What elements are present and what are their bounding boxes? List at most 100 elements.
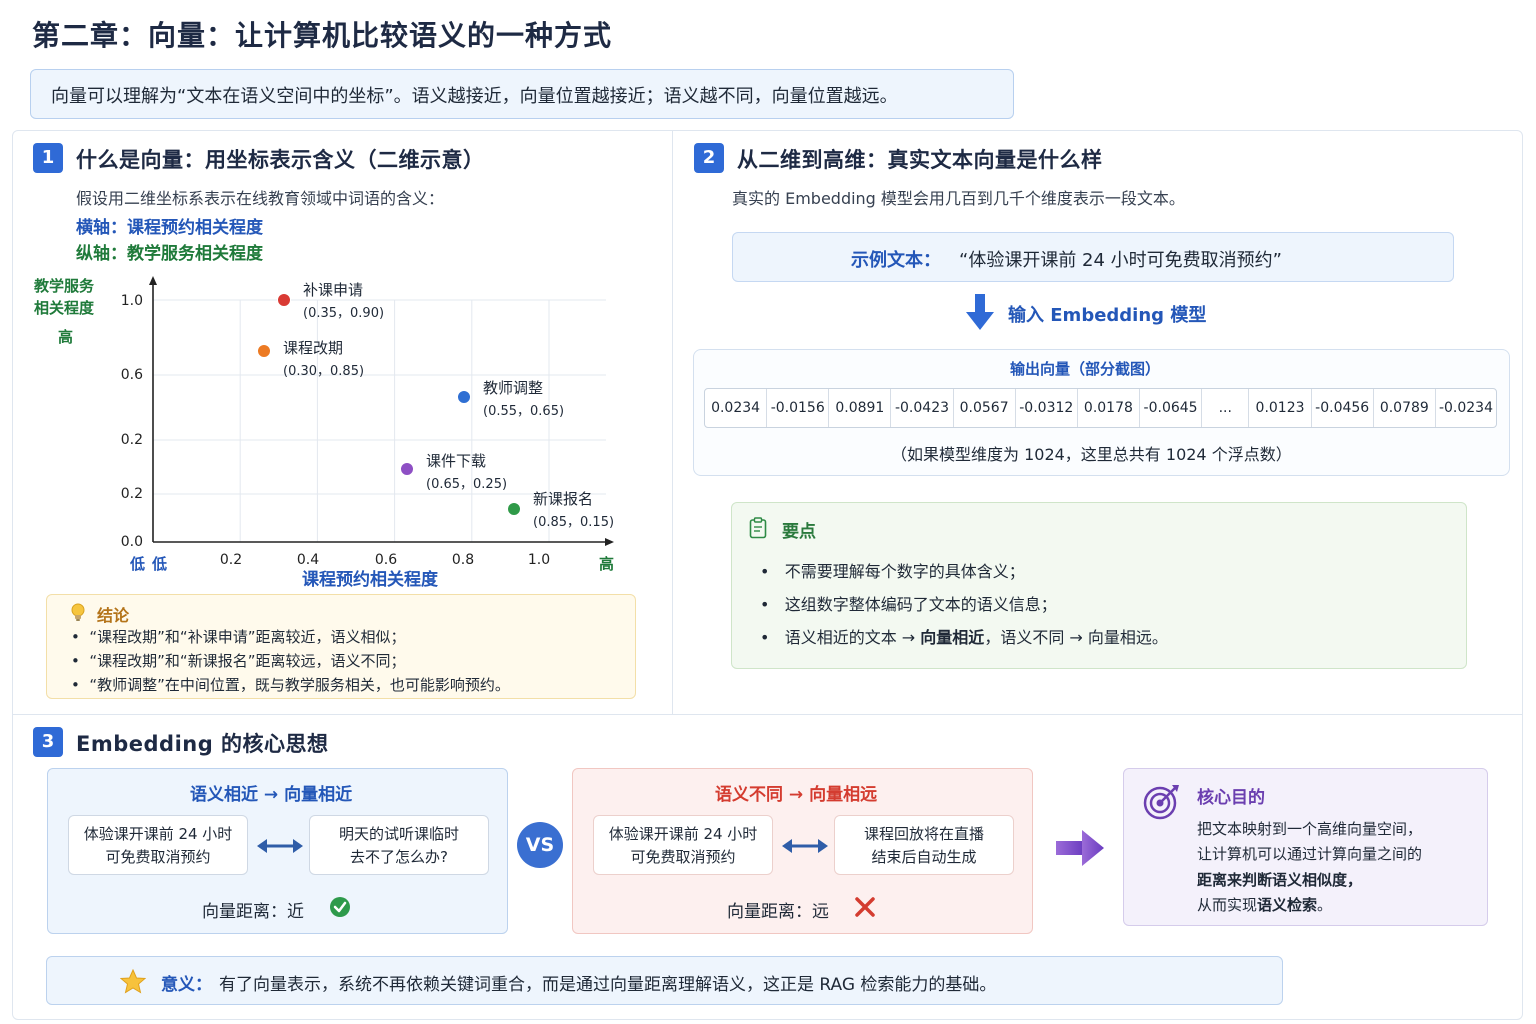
section2-title: 从二维到高维：真实文本向量是什么样 xyxy=(737,148,1103,172)
sample-text: “体验课开课前 24 小时可免费取消预约” xyxy=(959,250,1282,271)
vs-badge: VS xyxy=(517,822,563,868)
keypoint-3-text-a: 语义相近的文本 → xyxy=(784,628,921,647)
data-point xyxy=(277,293,291,307)
x-axis-label: 课程预约相关程度 xyxy=(302,569,439,590)
conclusion-item-2-text: “课程改期”和“新课报名”距离较远，语义不同； xyxy=(89,652,406,670)
y-axis-arrow xyxy=(149,276,157,285)
x-tick-label: 0.8 xyxy=(452,552,474,568)
far-phrase-2: 课程回放将在直播 结束后自动生成 xyxy=(834,815,1014,875)
y-axis-definition: 纵轴：教学服务相关程度 xyxy=(76,239,263,264)
conclusion-item-1: • “课程改期”和“补课申请”距离较近，语义相似； xyxy=(71,628,406,646)
section1-desc: 假设用二维坐标系表示在线教育领域中词语的含义： xyxy=(76,189,445,208)
data-point xyxy=(457,390,471,404)
star-icon xyxy=(120,969,146,994)
sample-text-box: 示例文本： “体验课开课前 24 小时可免费取消预约” xyxy=(732,232,1454,282)
keypoints-title: 要点 xyxy=(782,522,816,542)
vector-value-cell: -0.0423 xyxy=(891,389,954,427)
vector-value-cell: -0.0456 xyxy=(1312,389,1374,427)
far-phrase-1-line2: 可免费取消预约 xyxy=(630,848,736,866)
vector-value-cell: 0.0567 xyxy=(954,389,1016,427)
section1-title: 什么是向量：用坐标表示含义（二维示意） xyxy=(76,148,485,172)
near-semantics-card: 语义相近 → 向量相近 体验课开课前 24 小时 可免费取消预约 明天的试听课临… xyxy=(47,768,508,934)
x-axis-definition-prefix: 横轴： xyxy=(76,218,127,238)
x-axis-arrow xyxy=(605,538,614,546)
output-title: 输出向量（部分截图） xyxy=(1010,360,1161,378)
section3-number: 3 xyxy=(33,727,63,757)
vector-value-cell: 0.0178 xyxy=(1078,389,1140,427)
far-phrase-2-line1: 课程回放将在直播 xyxy=(863,825,984,843)
y-tick-label: 0.2 xyxy=(121,432,143,448)
near-card-title: 语义相近 → 向量相近 xyxy=(190,785,353,805)
check-icon xyxy=(330,897,350,917)
far-phrase-2-line2: 结束后自动生成 xyxy=(871,848,977,866)
vector-value-cell: -0.0234 xyxy=(1438,400,1493,416)
section2-desc: 真实的 Embedding 模型会用几百到几千个维度表示一段文本。 xyxy=(732,189,1185,208)
data-point-name: 课件下载 xyxy=(426,452,486,470)
data-point-coord: (0.65，0.25) xyxy=(426,477,507,492)
keypoint-1: • 不需要理解每个数字的具体含义； xyxy=(760,562,1025,581)
vector-value-cell: -0.0156 xyxy=(767,389,830,427)
x-axis-definition: 横轴：课程预约相关程度 xyxy=(76,213,263,238)
far-phrase-1: 体验课开课前 24 小时 可免费取消预约 xyxy=(593,815,773,875)
x-tick-label: 0.2 xyxy=(220,552,242,568)
x-axis-low-label-1: 低 xyxy=(129,555,145,573)
keypoint-2: • 这组数字整体编码了文本的语义信息； xyxy=(760,595,1057,614)
near-phrase-1-line2: 可免费取消预约 xyxy=(105,848,211,866)
lightbulb-icon xyxy=(71,603,85,621)
meaning-text: 有了向量表示，系统不再依赖关键词重合，而是通过向量距离理解语义，这正是 RAG … xyxy=(219,975,997,995)
y-tick-label: 0.2 xyxy=(121,486,143,502)
core-goal-card: 核心目的 把文本映射到一个高维向量空间， 让计算机可以通过计算向量之间的 距离来… xyxy=(1123,768,1488,926)
near-phrase-2: 明天的试听课临时 去不了怎么办? xyxy=(309,815,489,875)
y-axis-definition-prefix: 纵轴： xyxy=(76,244,127,264)
arrow-down-icon xyxy=(966,294,994,330)
data-point xyxy=(257,344,271,358)
chart-axes xyxy=(149,276,614,546)
data-point xyxy=(507,502,521,516)
y-tick-label: 0.0 xyxy=(121,534,143,550)
x-axis-definition-text: 课程预约相关程度 xyxy=(127,218,263,238)
intro-text: 向量可以理解为“文本在语义空间中的坐标”。语义越接近，向量位置越接近；语义越不同… xyxy=(51,86,898,107)
far-phrase-1-line1: 体验课开课前 24 小时 xyxy=(608,825,758,843)
far-card-title: 语义不同 → 向量相远 xyxy=(715,785,878,805)
chart-grid xyxy=(153,299,606,542)
data-point-coord: (0.85，0.15) xyxy=(533,515,614,530)
data-point-coord: (0.30，0.85) xyxy=(283,364,364,379)
cross-icon xyxy=(855,897,875,917)
goal-line-4: 从而实现语义检索。 xyxy=(1197,894,1332,915)
goal-line-4-c: 。 xyxy=(1317,896,1333,914)
section3-title: Embedding 的核心思想 xyxy=(76,732,329,756)
section2-number: 2 xyxy=(694,143,724,173)
meaning-label: 意义： xyxy=(161,975,212,995)
x-axis-low-label-2: 低 xyxy=(151,555,167,573)
intro-banner: 向量可以理解为“文本在语义空间中的坐标”。语义越接近，向量位置越接近；语义越不同… xyxy=(30,69,1014,119)
goal-line-4-a: 从而实现 xyxy=(1197,896,1258,914)
vector-value-cell: 0.0891 xyxy=(829,389,892,427)
y-axis-label-line1: 教学服务 xyxy=(33,277,95,295)
data-point-name: 教师调整 xyxy=(483,379,543,397)
keypoint-2-text: 这组数字整体编码了文本的语义信息； xyxy=(784,595,1057,614)
vector-value-cell: 0.0123 xyxy=(1249,389,1312,427)
conclusion-item-3: • “教师调整”在中间位置，既与教学服务相关，也可能影响预约。 xyxy=(71,676,510,694)
near-distance: 向量距离：近 xyxy=(202,902,304,922)
double-arrow-icon xyxy=(257,839,303,853)
page-title: 第二章：向量：让计算机比较语义的一种方式 xyxy=(32,19,613,52)
clipboard-icon xyxy=(749,517,767,539)
sample-label: 示例文本： xyxy=(851,250,941,271)
x-tick-label: 0.4 xyxy=(297,552,319,568)
y-axis-high-label: 高 xyxy=(58,328,73,346)
near-phrase-2-line1: 明天的试听课临时 xyxy=(338,825,459,843)
meaning-banner: 意义： 有了向量表示，系统不再依赖关键词重合，而是通过向量距离理解语义，这正是 … xyxy=(46,956,1283,1005)
x-tick-label: 1.0 xyxy=(528,552,550,568)
keypoint-1-text: 不需要理解每个数字的具体含义； xyxy=(784,562,1025,581)
chart-points: 补课申请(0.35，0.90)课程改期(0.30，0.85)教师调整(0.55，… xyxy=(257,281,614,530)
data-point-name: 课程改期 xyxy=(283,339,343,357)
goal-line-4-b: 语义检索 xyxy=(1257,896,1318,914)
embedding-arrow-label: 输入 Embedding 模型 xyxy=(1008,305,1207,326)
near-phrase-2-line2: 去不了怎么办? xyxy=(350,848,448,866)
keypoint-3-text-c: ，语义不同 → 向量相远。 xyxy=(984,628,1168,647)
far-semantics-card: 语义不同 → 向量相远 体验课开课前 24 小时 可免费取消预约 课程回放将在直… xyxy=(572,768,1033,934)
conclusion-box: 结论 • “课程改期”和“补课申请”距离较近，语义相似； • “课程改期”和“新… xyxy=(46,594,636,699)
conclusion-item-1-text: “课程改期”和“补课申请”距离较近，语义相似； xyxy=(89,628,406,646)
